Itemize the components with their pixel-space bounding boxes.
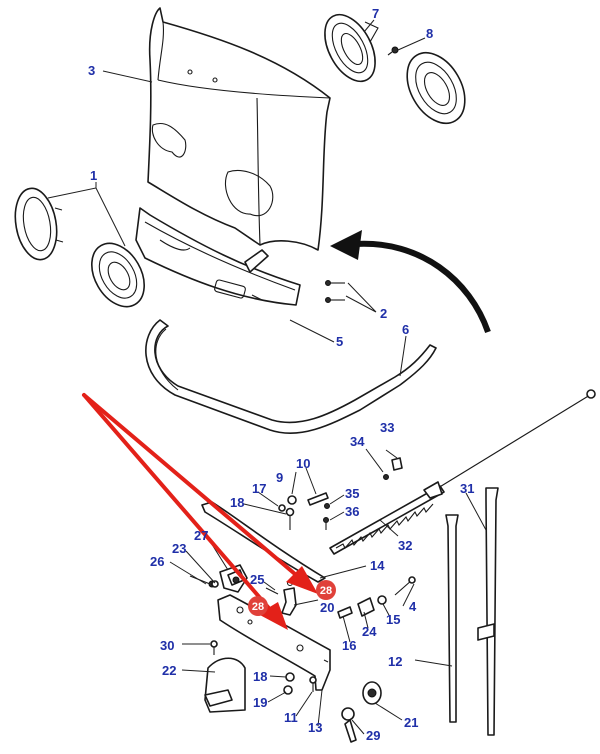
- callout-7: 7: [372, 6, 379, 21]
- callout-labels: 1 2 3 4 5 6 7 8 9 10 11 12 13 14 15 16 1…: [88, 6, 474, 743]
- door-seal-part-6: [145, 319, 437, 434]
- callout-35: 35: [345, 486, 359, 501]
- screw-part-8: [387, 46, 399, 56]
- handle-part-14: [201, 501, 326, 583]
- callout-24: 24: [362, 624, 377, 639]
- callout-1: 1: [90, 168, 97, 183]
- strap-part-31: [477, 487, 499, 736]
- callout-29: 29: [366, 728, 380, 743]
- speaker-ring-part-1: [14, 187, 145, 308]
- bolt-part-10: [307, 492, 329, 506]
- callout-36: 36: [345, 504, 359, 519]
- callout-18-top: 18: [230, 495, 244, 510]
- bracket-part-22: [204, 657, 246, 713]
- screws-part-2: [325, 280, 345, 303]
- callout-8: 8: [426, 26, 433, 41]
- key-part-21: [341, 707, 357, 743]
- callout-17: 17: [252, 481, 266, 496]
- console-trim-part-5: [135, 207, 301, 306]
- washer-part-15: [377, 595, 387, 605]
- bushing-part-24: [357, 597, 375, 617]
- callout-21: 21: [404, 715, 418, 730]
- highlight-badge-1: 28: [316, 580, 336, 600]
- callout-10: 10: [296, 456, 310, 471]
- roof-panel-part-3: [147, 7, 331, 251]
- highlight-1-label: 28: [320, 585, 332, 597]
- highlight-2-label: 28: [252, 601, 264, 613]
- strap-part-12: [445, 514, 459, 723]
- clip-part-20: [281, 579, 297, 616]
- screw-part-36: [323, 517, 329, 530]
- callout-3: 3: [88, 63, 95, 78]
- callout-19: 19: [253, 695, 267, 710]
- callout-20: 20: [320, 600, 334, 615]
- bolt-part-18-top: [285, 507, 295, 530]
- nut-part-34: [383, 474, 389, 480]
- direction-arrow: [330, 230, 491, 333]
- screw-part-25: [265, 587, 279, 595]
- highlight-badge-2: 28: [248, 596, 268, 616]
- callout-30: 30: [160, 638, 174, 653]
- pin-part-16: [337, 606, 353, 619]
- clip-part-33: [391, 457, 403, 471]
- nut-part-9: [287, 495, 297, 505]
- washer-part-23: [211, 580, 219, 588]
- screw-part-11: [309, 676, 317, 692]
- washer-part-17: [278, 504, 286, 512]
- callout-32: 32: [398, 538, 412, 553]
- callout-27: 27: [194, 528, 208, 543]
- callout-4: 4: [409, 599, 417, 614]
- callout-18-lower: 18: [253, 669, 267, 684]
- callout-11: 11: [284, 710, 298, 725]
- callout-33: 33: [380, 420, 394, 435]
- callout-13: 13: [308, 720, 322, 735]
- callout-5: 5: [336, 334, 343, 349]
- bolt-part-4: [394, 576, 416, 596]
- callout-22: 22: [162, 663, 176, 678]
- callout-2: 2: [380, 306, 387, 321]
- callout-6: 6: [402, 322, 409, 337]
- callout-15: 15: [386, 612, 400, 627]
- speaker-grille-right: [406, 51, 466, 125]
- red-pointer-arrows: [82, 393, 318, 630]
- screw-part-30: [210, 640, 218, 655]
- leader-lines: [47, 19, 487, 735]
- callout-9: 9: [276, 470, 283, 485]
- lock-part-29: [362, 681, 382, 705]
- speaker-ring-part-7: [324, 13, 379, 83]
- callout-14: 14: [370, 558, 385, 573]
- callout-26: 26: [150, 554, 164, 569]
- callout-16: 16: [342, 638, 356, 653]
- rod-part-32: [329, 389, 596, 555]
- nut-part-35: [324, 503, 330, 509]
- callout-31: 31: [460, 481, 474, 496]
- bolt-part-18-lower: [285, 672, 295, 682]
- callout-23: 23: [172, 541, 186, 556]
- callout-34: 34: [350, 434, 365, 449]
- callout-12: 12: [388, 654, 402, 669]
- callout-25: 25: [250, 572, 264, 587]
